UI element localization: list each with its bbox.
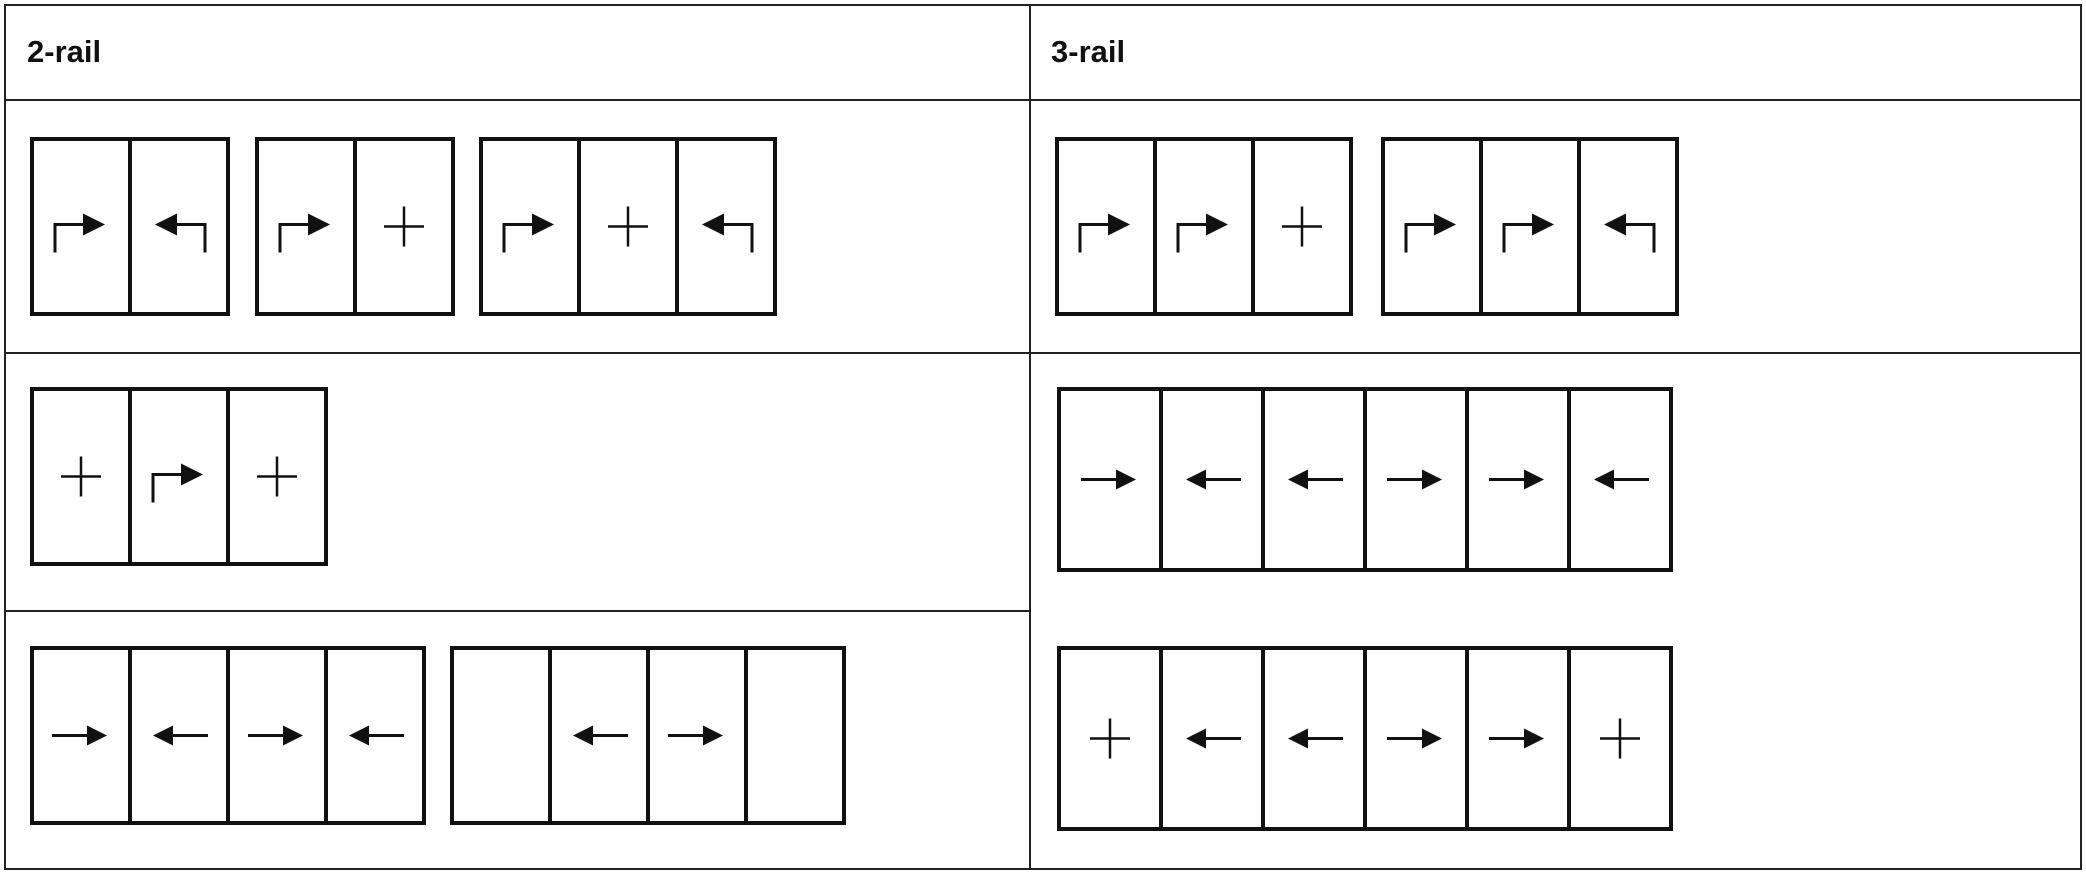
two-rail-config-5 [30,646,426,825]
right-arrow-icon [668,725,723,746]
rail-cell [30,646,132,825]
two-rail-config-1 [30,137,230,316]
left-arrow-icon [1594,469,1649,490]
rail-cell [1251,137,1353,316]
rail-cell [479,137,581,316]
rail-cell [1055,137,1157,316]
rail-cell [1057,646,1163,831]
rail-cell [1577,137,1679,316]
left-turn-arrow-icon [702,213,754,253]
right-arrow-icon [1387,469,1442,490]
right-arrow-icon [1387,728,1442,749]
rail-cell [1465,387,1571,572]
right-arrow-icon [248,725,303,746]
rail-cell [1057,387,1163,572]
rail-cell [1261,646,1367,831]
rail-cell [1567,646,1673,831]
rail-cell [30,137,132,316]
rail-cell [128,137,230,316]
right-arrow-icon [1489,469,1544,490]
rail-cell [128,387,230,566]
right-turn-arrow-icon [53,213,105,253]
left-arrow-icon [1288,728,1343,749]
plus-icon [384,206,424,247]
rail-cell [324,646,426,825]
plus-icon [61,456,101,497]
three-rail-config-2 [1381,137,1679,316]
three-rail-config-3 [1057,387,1673,572]
rail-cell [226,387,328,566]
right-turn-arrow-icon [1502,213,1554,253]
rail-cell [1363,646,1469,831]
rail-cell [1159,646,1265,831]
rail-cell [675,137,777,316]
two-rail-config-4 [30,387,328,566]
header-three-rail: 3-rail [1051,34,1126,69]
rail-cell [1261,387,1367,572]
right-turn-arrow-icon [502,213,554,253]
rail-cell [353,137,455,316]
left-turn-arrow-icon [155,213,207,253]
rail-cell [646,646,748,825]
row-divider-right [4,352,2082,354]
rail-cell [255,137,357,316]
table-frame [4,4,2082,870]
column-divider [1029,4,1031,870]
rail-cell [30,387,132,566]
plus-icon [257,456,297,497]
right-arrow-icon [1081,469,1136,490]
right-turn-arrow-icon [1176,213,1228,253]
rail-cell [1153,137,1255,316]
rail-cell [1159,387,1265,572]
right-turn-arrow-icon [1404,213,1456,253]
two-rail-config-2 [255,137,455,316]
rail-cell [577,137,679,316]
rail-cell [1465,646,1571,831]
rail-cell [450,646,552,825]
rail-cell [1363,387,1469,572]
right-turn-arrow-icon [1078,213,1130,253]
right-arrow-icon [1489,728,1544,749]
header-two-rail: 2-rail [27,34,102,69]
plus-icon [1282,206,1322,247]
left-arrow-icon [1288,469,1343,490]
two-rail-config-6 [450,646,846,825]
rail-cell [1567,387,1673,572]
rail-cell [1479,137,1581,316]
left-arrow-icon [1186,728,1241,749]
left-arrow-icon [349,725,404,746]
right-turn-arrow-icon [278,213,330,253]
right-turn-arrow-icon [151,463,203,503]
plus-icon [608,206,648,247]
rail-cell [548,646,650,825]
rail-cell [226,646,328,825]
rail-cell [128,646,230,825]
plus-icon [1090,718,1130,759]
plus-icon [1600,718,1640,759]
left-arrow-icon [153,725,208,746]
row-divider-left [4,610,1030,612]
three-rail-config-1 [1055,137,1353,316]
rail-cell [744,646,846,825]
header-divider [4,99,2082,101]
two-rail-config-3 [479,137,777,316]
left-turn-arrow-icon [1604,213,1656,253]
left-arrow-icon [1186,469,1241,490]
left-arrow-icon [573,725,628,746]
right-arrow-icon [52,725,107,746]
three-rail-config-4 [1057,646,1673,831]
rail-cell [1381,137,1483,316]
